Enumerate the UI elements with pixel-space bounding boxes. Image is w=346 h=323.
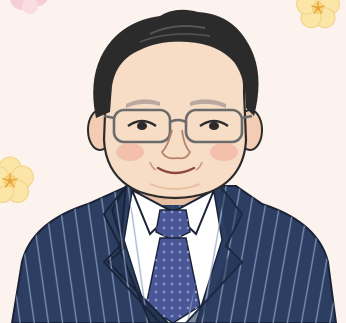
- nose: [160, 129, 192, 160]
- eyebrows: [126, 99, 226, 108]
- cheeks: [116, 143, 238, 161]
- necktie: [145, 209, 201, 323]
- plum-blossom-icon: [0, 156, 34, 203]
- suit-lapels: [102, 185, 244, 323]
- hair: [93, 9, 259, 118]
- chin-shading: [149, 183, 201, 190]
- plum-blossom-icon: [296, 0, 340, 29]
- plum-blossom-icon: [10, 0, 48, 14]
- eyes: [127, 119, 229, 130]
- mouth: [149, 161, 203, 175]
- eyeglasses: [103, 108, 253, 144]
